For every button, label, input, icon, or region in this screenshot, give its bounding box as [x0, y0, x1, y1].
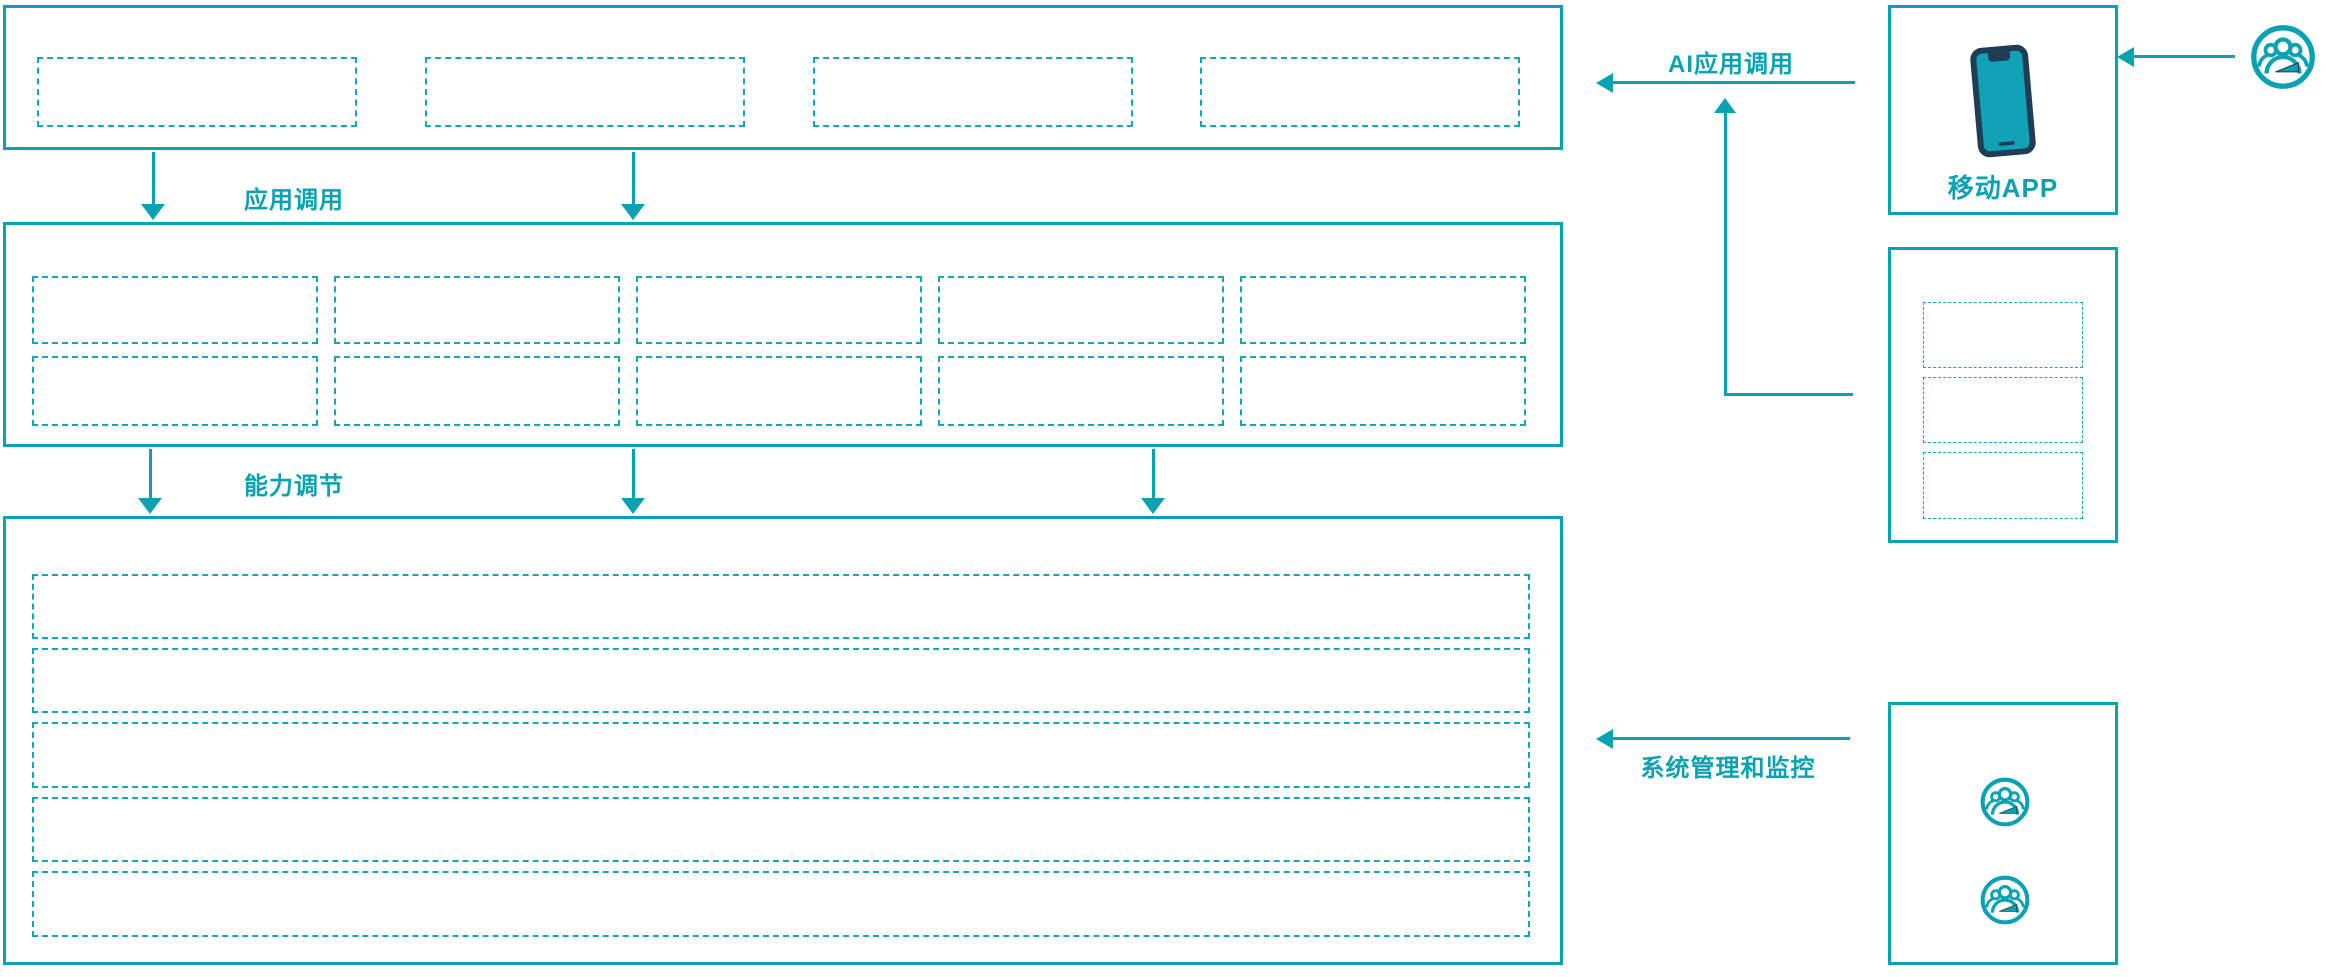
down-arrow	[632, 152, 635, 205]
users-icon	[2249, 23, 2317, 91]
placeholder-box	[813, 57, 1133, 127]
users-icon	[1979, 776, 2031, 828]
placeholder-box	[37, 57, 357, 127]
flow-label-ai-app-call: AI应用调用	[1668, 51, 1794, 78]
placeholder-row	[32, 871, 1530, 937]
down-arrow-head-icon	[141, 204, 165, 220]
placeholder-box	[1923, 377, 2083, 443]
left-arrow-head-icon	[2117, 47, 2134, 67]
left-arrow	[1611, 737, 1850, 740]
placeholder-box	[32, 356, 318, 426]
admin-monitor-box	[1888, 702, 2118, 965]
top-layer-box	[3, 5, 1563, 150]
down-arrow	[149, 449, 152, 499]
placeholder-box	[32, 276, 318, 344]
placeholder-box	[1923, 452, 2083, 519]
down-arrow-head-icon	[621, 204, 645, 220]
down-arrow	[152, 152, 155, 205]
users-icon	[1979, 874, 2031, 926]
placeholder-box	[334, 356, 620, 426]
down-arrow-head-icon	[1141, 498, 1165, 514]
placeholder-box	[938, 356, 1224, 426]
placeholder-box	[1240, 276, 1526, 344]
placeholder-box	[938, 276, 1224, 344]
bottom-layer-box	[3, 516, 1563, 965]
mobile-app-box: 移动APP	[1888, 5, 2118, 215]
flow-label-app-call: 应用调用	[244, 187, 344, 214]
down-arrow	[632, 449, 635, 499]
left-arrow-head-icon	[1596, 729, 1613, 749]
middle-layer-box	[3, 222, 1563, 447]
placeholder-row	[32, 797, 1530, 862]
up-arrow-head-icon	[1714, 98, 1736, 113]
phone-icon	[1968, 44, 2037, 159]
down-arrow	[1152, 449, 1155, 499]
down-arrow-head-icon	[138, 498, 162, 514]
left-arrow	[2132, 55, 2235, 58]
placeholder-box	[425, 57, 745, 127]
right-middle-box	[1888, 247, 2118, 543]
down-arrow-head-icon	[621, 498, 645, 514]
placeholder-row	[32, 648, 1530, 713]
placeholder-box	[1240, 356, 1526, 426]
placeholder-box	[636, 356, 922, 426]
placeholder-box	[334, 276, 620, 344]
left-arrow	[1611, 81, 1855, 84]
placeholder-box	[1200, 57, 1520, 127]
flow-label-system-monitor: 系统管理和监控	[1640, 755, 1816, 782]
left-arrow-head-icon	[1596, 73, 1613, 93]
placeholder-row	[32, 574, 1530, 639]
mobile-app-label: 移动APP	[1947, 173, 2059, 203]
placeholder-box	[636, 276, 922, 344]
placeholder-row	[32, 722, 1530, 788]
up-arrow	[1724, 113, 1727, 395]
flow-label-capability-adjust: 能力调节	[244, 473, 344, 500]
elbow-connector	[1724, 393, 1853, 396]
placeholder-box	[1923, 302, 2083, 368]
